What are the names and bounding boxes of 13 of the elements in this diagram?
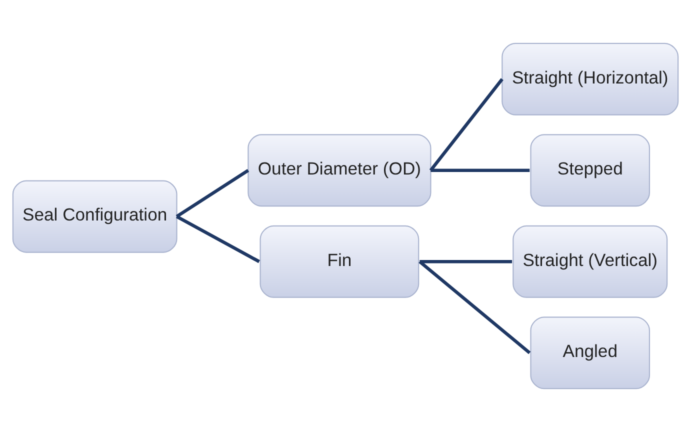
node-box: Straight (Vertical) (512, 225, 668, 298)
connector (418, 260, 531, 354)
connector (176, 168, 250, 218)
node-box: Seal Configuration (12, 180, 178, 253)
node-box: Outer Diameter (OD) (248, 134, 432, 207)
connector (420, 260, 512, 264)
connector (430, 168, 530, 172)
connector (176, 215, 260, 264)
node-box: Angled (530, 316, 650, 390)
node-box: Stepped (530, 134, 650, 207)
node-box: Fin (260, 225, 420, 298)
node-box: Straight (Horizontal) (502, 42, 679, 116)
connector (429, 78, 504, 172)
